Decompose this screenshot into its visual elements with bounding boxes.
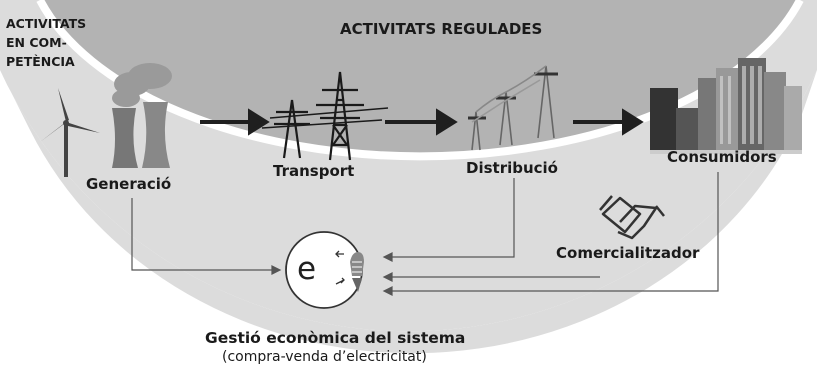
system-node-letter: e xyxy=(297,251,317,287)
wind-turbine-icon xyxy=(40,88,100,177)
system-management-title: Gestió econòmica del sistema xyxy=(205,329,466,347)
corner-line-2: EN COM- xyxy=(6,35,67,50)
consumers-label: Consumidors xyxy=(667,148,777,166)
cooling-tower-icon xyxy=(112,63,172,168)
outer-ring-lower xyxy=(0,70,817,354)
system-node-icon xyxy=(285,231,364,309)
payment-arrows xyxy=(131,172,719,296)
generation-label: Generació xyxy=(86,175,172,193)
flow-arrows xyxy=(200,108,644,136)
inner-regulated-disc xyxy=(40,0,800,157)
transport-label: Transport xyxy=(273,162,355,180)
system-management-subtitle: (compra-venda d’electricitat) xyxy=(222,349,427,365)
distribution-pole-icon xyxy=(468,65,558,151)
city-skyline-icon xyxy=(650,58,802,154)
corner-line-1: ACTIVITATS xyxy=(6,16,87,31)
corner-line-3: PETÈNCIA xyxy=(6,54,75,69)
regulated-activities-title: ACTIVITATS REGULADES xyxy=(340,20,543,38)
handshake-icon xyxy=(599,195,665,240)
transmission-tower-icon xyxy=(261,71,389,161)
competitive-activities-label: ACTIVITATS EN COM- PETÈNCIA xyxy=(6,14,86,71)
distribution-label: Distribució xyxy=(466,159,558,177)
retailer-label: Comercialitzador xyxy=(556,244,700,262)
